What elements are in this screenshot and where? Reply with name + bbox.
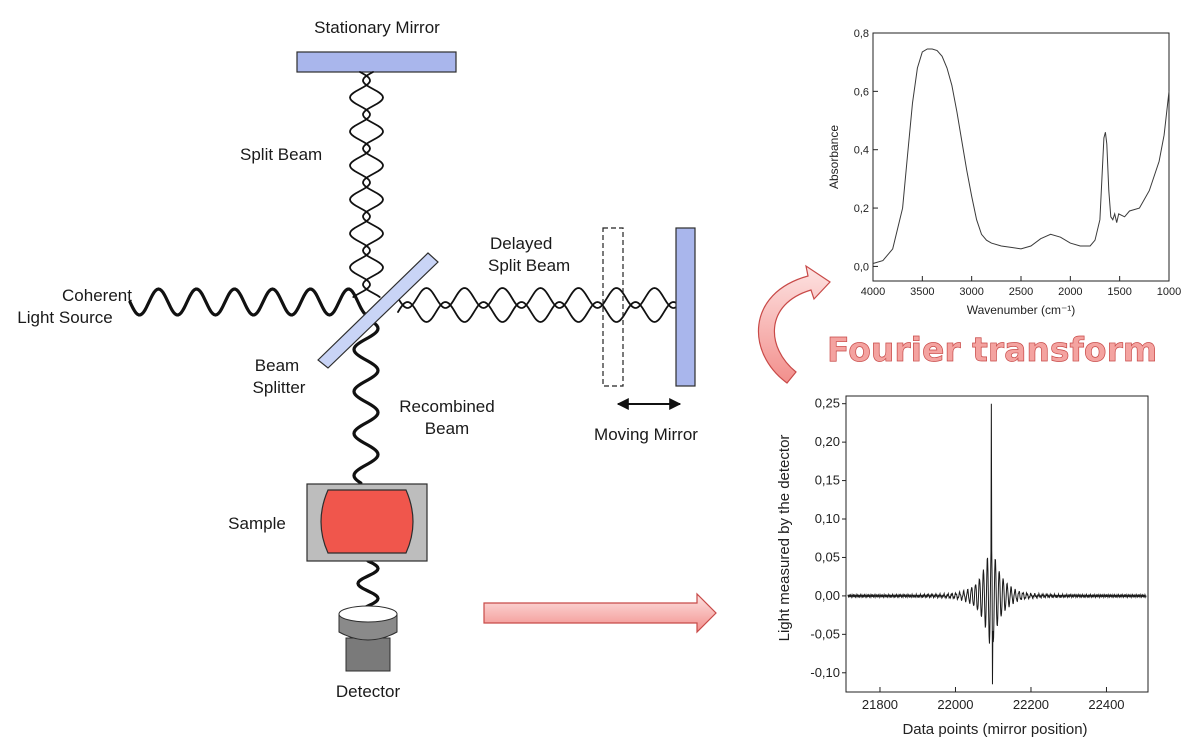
moving-mirror-ghost <box>602 227 624 387</box>
interferogram-y-tick-label: 0,00 <box>815 588 840 603</box>
interferogram-y-tick-label: 0,15 <box>815 473 840 488</box>
coherent-light-source-label-2: Light Source <box>17 308 112 327</box>
beam-waves <box>128 71 678 611</box>
interferogram-plot-frame <box>845 395 1149 693</box>
interferogram-x-tick-label: 22400 <box>1088 697 1124 712</box>
absorbance-x-tick-label: 1500 <box>1107 286 1131 298</box>
delayed-split-beam-label-1: Delayed <box>490 234 552 253</box>
detector <box>338 605 398 672</box>
absorbance-x-tick-label: 2500 <box>1009 286 1033 298</box>
beam-splitter-label-1: Beam <box>255 356 299 375</box>
moving-mirror <box>675 227 696 387</box>
absorbance-y-tick-label: 0,2 <box>854 203 869 215</box>
recombined-beam-label-2: Beam <box>425 419 469 438</box>
interferogram-y-tick-label: 0,10 <box>815 511 840 526</box>
absorbance-plot-frame <box>872 32 1170 282</box>
stationary-mirror <box>296 51 457 73</box>
interferogram-x-tick-label: 22000 <box>937 697 973 712</box>
absorbance-x-tick-label: 4000 <box>861 286 885 298</box>
absorbance-y-tick-label: 0,0 <box>854 261 869 273</box>
delayed-split-beam-label-2: Split Beam <box>488 256 570 275</box>
absorbance-chart: 4000 3500 3000 2500 2000 1500 1000 0,0 0,2 0,4 0,6… <box>827 28 1181 317</box>
moving-mirror-label: Moving Mirror <box>594 425 698 444</box>
split-beam-label: Split Beam <box>240 145 322 164</box>
recombined-beam-wave <box>352 316 380 485</box>
interferogram-y-tick-label: -0,10 <box>810 665 840 680</box>
interferogram-y-tick-label: -0,05 <box>810 626 840 641</box>
stationary-mirror-label: Stationary Mirror <box>314 18 440 37</box>
absorbance-series <box>872 48 1170 264</box>
detector-label: Detector <box>336 682 401 701</box>
fourier-transform-label: Fourier transform <box>827 330 1157 369</box>
absorbance-y-axis-label: Absorbance <box>827 125 841 189</box>
source-beam-wave <box>128 287 369 317</box>
beam-splitter-label-2: Splitter <box>253 378 306 397</box>
detector-beam-wave <box>356 559 380 611</box>
beam-splitter <box>317 252 439 369</box>
absorbance-y-tick-label: 0,4 <box>854 145 869 157</box>
fourier-transform-curved-arrow <box>757 264 831 384</box>
to-interferogram-arrow <box>483 592 717 634</box>
recombined-beam-label-1: Recombined <box>399 397 494 416</box>
split-beam-wave-a <box>349 71 371 298</box>
interferogram-y-tick-label: 0,25 <box>815 396 840 411</box>
interferogram-x-tick-label: 22200 <box>1013 697 1049 712</box>
interferogram-chart: 21800 22000 22200 22400 -0,10 -0,05 0,00 0,05 0,… <box>776 395 1149 737</box>
absorbance-x-tick-label: 1000 <box>1157 286 1181 298</box>
split-beam-wave-b <box>362 71 384 298</box>
sample <box>320 489 414 554</box>
absorbance-y-tick-label: 0,6 <box>854 86 869 98</box>
absorbance-x-axis-label: Wavenumber (cm⁻¹) <box>967 303 1076 317</box>
interferogram-y-tick-label: 0,05 <box>815 549 840 564</box>
sample-label: Sample <box>228 514 286 533</box>
absorbance-x-tick-label: 3000 <box>959 286 983 298</box>
interferogram-y-axis-label: Light measured by the detector <box>776 435 793 642</box>
interferogram-y-tick-label: 0,20 <box>815 434 840 449</box>
coherent-light-source-label-1: Coherent <box>62 286 132 305</box>
absorbance-x-tick-label: 3500 <box>910 286 934 298</box>
interferogram-x-tick-label: 21800 <box>862 697 898 712</box>
interferogram-x-axis-label: Data points (mirror position) <box>902 721 1087 737</box>
delayed-beam-wave-b <box>397 301 678 323</box>
interferogram-series <box>847 403 1147 685</box>
absorbance-x-tick-label: 2000 <box>1058 286 1082 298</box>
absorbance-y-tick-label: 0,8 <box>854 28 869 40</box>
